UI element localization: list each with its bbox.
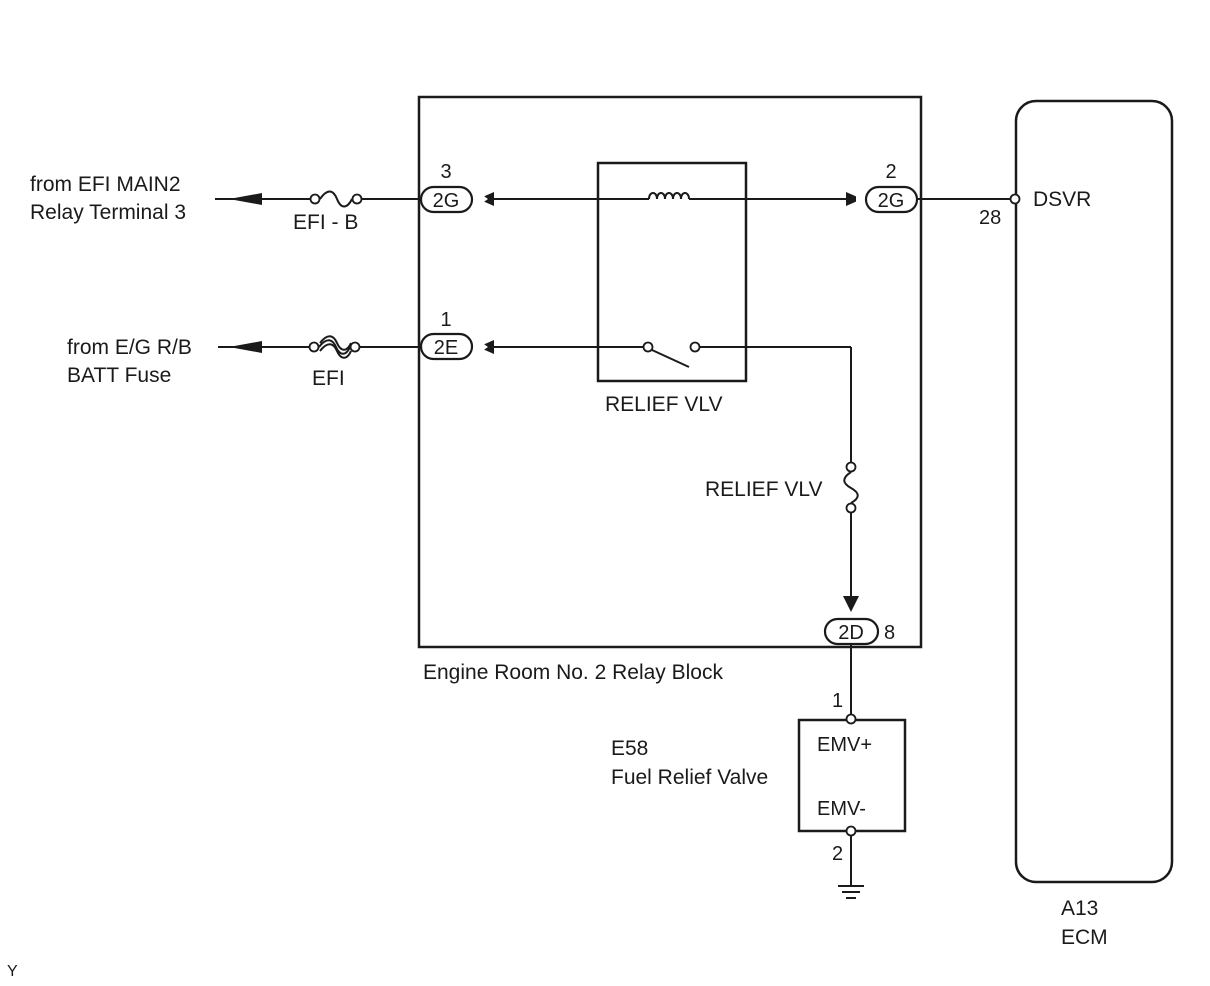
ecm-box — [1014, 99, 1174, 884]
battery-circuit — [218, 332, 880, 899]
connector-bottom-pin: 8 — [884, 622, 895, 644]
efi-b-fuse-icon — [309, 190, 363, 208]
valve-pin-top: 1 — [832, 690, 843, 712]
source-efi-main2-line1: from EFI MAIN2 — [30, 173, 181, 196]
ecm-pin: 28 — [979, 207, 1001, 229]
valve-name: Fuel Relief Valve — [611, 766, 768, 789]
connector-left-top-code: 2G — [433, 190, 460, 212]
efi-b-fuse-label: EFI - B — [293, 211, 358, 234]
connector-right-top-code: 2G — [878, 190, 905, 212]
top-circuit — [215, 185, 1021, 214]
footer-mark: Y — [7, 963, 18, 980]
source-batt-line1: from E/G R/B — [67, 336, 192, 359]
valve-pin-bottom: 2 — [832, 843, 843, 865]
relay-coil-icon — [648, 192, 690, 200]
connector-bottom-code: 2D — [838, 622, 864, 644]
relief-vlv-fuse-icon — [843, 461, 859, 514]
efi-fuse-label: EFI — [312, 367, 345, 390]
valve-neg-terminal: EMV- — [817, 798, 866, 820]
source-batt-line2: BATT Fuse — [67, 364, 171, 387]
relief-vlv-fuse-label: RELIEF VLV — [705, 478, 823, 501]
relay-label: RELIEF VLV — [605, 393, 723, 416]
connector-right-top-pin: 2 — [885, 161, 896, 183]
ecm-id: A13 — [1061, 897, 1098, 920]
connector-left-top-pin: 3 — [440, 161, 451, 183]
relay-block-outline — [417, 95, 923, 649]
efi-fuse-icon — [308, 335, 361, 359]
ecm-name: ECM — [1061, 926, 1108, 949]
ecm-terminal-label: DSVR — [1033, 188, 1091, 211]
valve-id: E58 — [611, 737, 648, 760]
relay-switch-icon — [642, 341, 701, 368]
ground-icon — [838, 885, 864, 899]
source-efi-main2-line2: Relay Terminal 3 — [30, 201, 186, 224]
relief-relay-box — [596, 161, 748, 383]
connector-left-bottom-pin: 1 — [440, 309, 451, 331]
relay-block-label: Engine Room No. 2 Relay Block — [423, 661, 723, 684]
connector-left-bottom-code: 2E — [434, 337, 458, 359]
valve-pos-terminal: EMV+ — [817, 734, 872, 756]
